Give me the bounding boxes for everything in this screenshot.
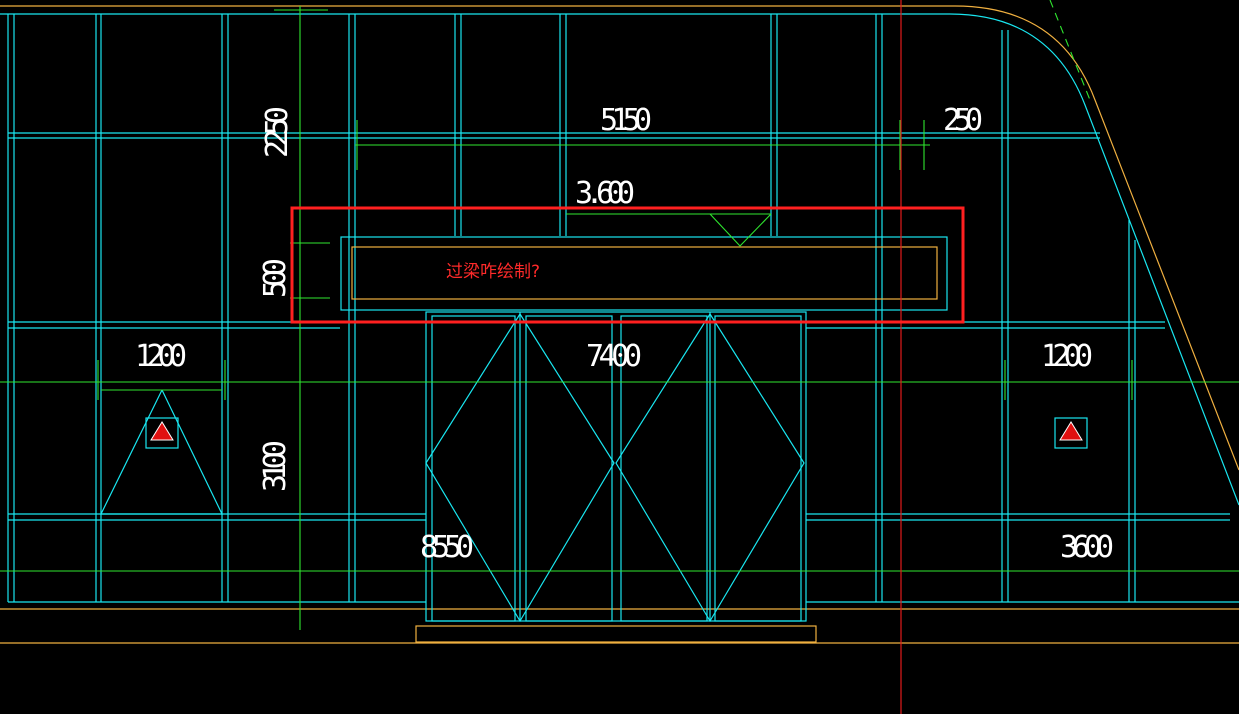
dim-250: 250 xyxy=(943,103,983,138)
annotation-question: 过梁咋绘制? xyxy=(446,262,540,282)
dim-7400: 7400 xyxy=(586,339,642,374)
dim-500: 500 xyxy=(258,258,293,298)
left-window-marker xyxy=(100,389,223,515)
dim-5150: 5150 xyxy=(600,103,652,138)
door-set xyxy=(425,311,807,623)
lintel-beam xyxy=(340,236,948,311)
dimension-lines xyxy=(0,0,1239,630)
right-window-marker xyxy=(1054,417,1088,449)
dim-1200-left: 1200 xyxy=(135,339,187,374)
dim-8550: 8550 xyxy=(420,530,474,565)
dim-3600: 3600 xyxy=(1060,530,1114,565)
curtain-wall-grid xyxy=(0,13,1239,603)
highlight-box xyxy=(290,206,965,324)
building-outline xyxy=(0,5,1239,644)
left-red-triangle-icon xyxy=(150,421,174,441)
dim-3600-elevation: 3.600 xyxy=(575,176,635,211)
dim-2250: 2250 xyxy=(260,106,295,158)
dim-3100: 3100 xyxy=(258,440,293,492)
dim-1200-right: 1200 xyxy=(1041,339,1093,374)
right-red-triangle-icon xyxy=(1059,421,1083,441)
